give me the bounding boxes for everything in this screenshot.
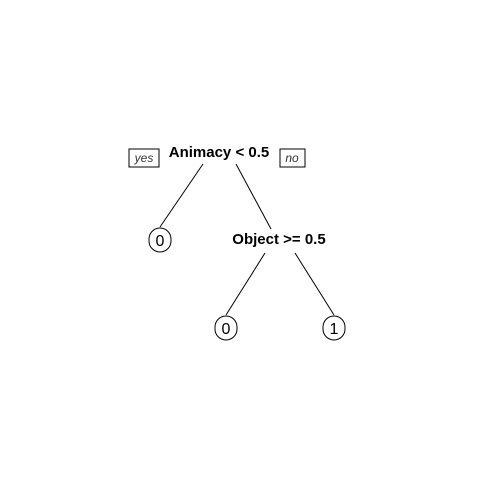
leaf-left-label: 0 (156, 233, 165, 250)
leaf-object-right-label: 1 (330, 321, 339, 338)
object-split-label: Object >= 0.5 (232, 231, 325, 248)
no-branch-label: no (285, 151, 299, 165)
leaf-node-left: 0 (148, 227, 172, 253)
leaf-object-left-label: 0 (222, 321, 231, 338)
edge-object-left (225, 252, 266, 316)
edge-root-right (235, 163, 272, 230)
edge-object-right (294, 252, 335, 316)
no-branch-tag: no (279, 148, 306, 168)
leaf-node-object-left: 0 (214, 315, 238, 341)
leaf-node-object-right: 1 (322, 315, 346, 341)
edge-root-left (159, 163, 204, 228)
yes-branch-label: yes (134, 151, 154, 165)
yes-branch-tag: yes (128, 148, 160, 168)
root-split-label: Animacy < 0.5 (169, 144, 269, 161)
